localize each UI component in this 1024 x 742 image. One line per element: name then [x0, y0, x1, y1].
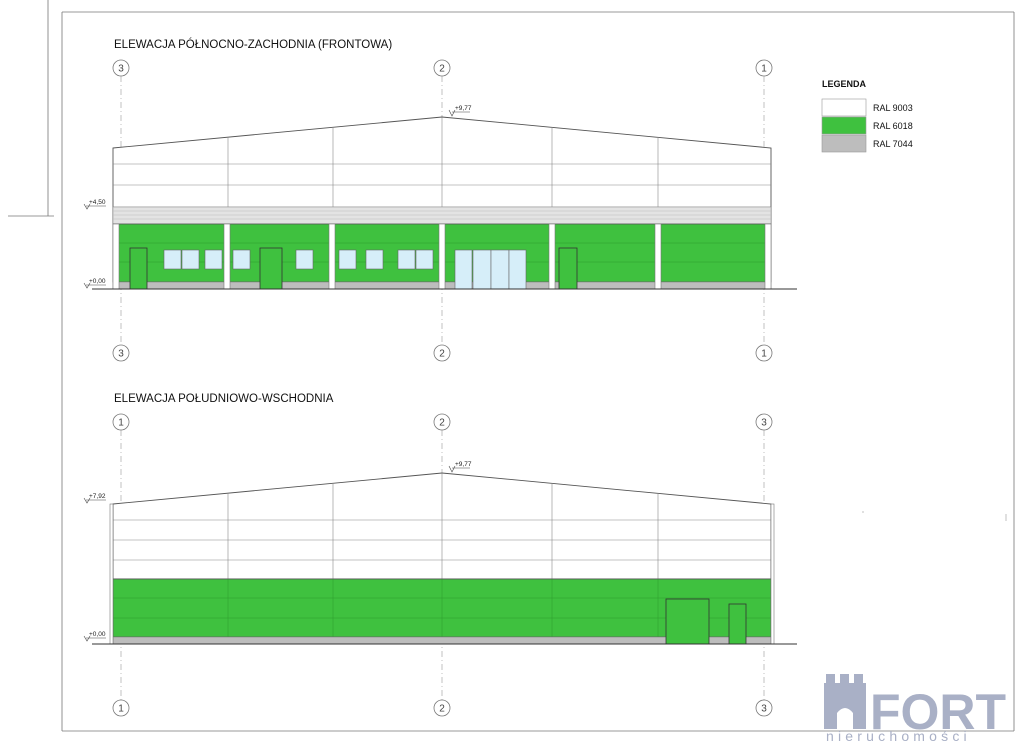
- svg-text:1: 1: [118, 418, 124, 429]
- svg-text:+0,00: +0,00: [89, 278, 106, 285]
- svg-text:2: 2: [439, 704, 445, 715]
- svg-text:RAL 6018: RAL 6018: [873, 121, 913, 131]
- se-level-ground: +0,00: [83, 631, 106, 642]
- se-axis-bubble-2-top: 2: [433, 413, 451, 431]
- se-axis-bubble-2-bottom: 2: [433, 699, 451, 717]
- legend-item-ral9003: RAL 9003: [821, 98, 913, 117]
- se-axis-bubble-3-top: 3: [755, 413, 773, 431]
- nw-level-ground: +0,00: [83, 278, 106, 289]
- sheet-frame: [8, 0, 1015, 732]
- se-axis-bubble-1-bottom: 1: [112, 699, 130, 717]
- svg-text:3: 3: [761, 704, 767, 715]
- nw-axis-bubble-1-top: 1: [755, 59, 773, 77]
- svg-text:3: 3: [118, 349, 124, 360]
- fort-brand: FORT: [870, 684, 1006, 740]
- svg-text:2: 2: [439, 349, 445, 360]
- elevation-nw-title: ELEWACJA PÓŁNOCNO-ZACHODNIA (FRONTOWA): [114, 38, 392, 51]
- nw-grey-band: [112, 206, 772, 225]
- se-level-ridge: +9,77: [448, 461, 472, 473]
- nw-level-ridge: +9,77: [448, 105, 472, 117]
- elevation-se-title: ELEWACJA POŁUDNIOWO-WSCHODNIA: [114, 393, 334, 405]
- legend-item-ral7044: RAL 7044: [821, 134, 913, 153]
- nw-level-eave: +4,50: [83, 199, 106, 210]
- nw-axis-bubble-3-top: 3: [112, 59, 130, 77]
- se-green-wall: [112, 578, 772, 638]
- castle-tower-icon: [824, 674, 866, 729]
- nw-glazed-entrance: [454, 249, 527, 290]
- se-axis-bubble-1-top: 1: [112, 413, 130, 431]
- svg-text:+7,92: +7,92: [89, 493, 106, 500]
- nw-axis-bubble-1-bottom: 1: [755, 344, 773, 362]
- nw-axis-bubble-3-bottom: 3: [112, 344, 130, 362]
- nw-axis-bubble-2-bottom: 2: [433, 344, 451, 362]
- svg-text:+9,77: +9,77: [455, 461, 472, 468]
- svg-text:1: 1: [118, 704, 124, 715]
- se-upper-cladding: [112, 472, 772, 580]
- nw-doors: [129, 247, 578, 290]
- fort-watermark: FORT nieruchomości: [824, 674, 1006, 742]
- svg-text:RAL 7044: RAL 7044: [873, 139, 913, 149]
- legend: LEGENDA RAL 9003 RAL 6018 RAL 7044: [821, 79, 913, 153]
- se-axis-bubble-3-bottom: 3: [755, 699, 773, 717]
- svg-text:+9,77: +9,77: [455, 105, 472, 112]
- svg-text:RAL 9003: RAL 9003: [873, 103, 913, 113]
- legend-title: LEGENDA: [822, 79, 867, 89]
- nw-windows: [163, 249, 434, 270]
- nw-axis-bubble-2-top: 2: [433, 59, 451, 77]
- svg-text:1: 1: [761, 64, 767, 75]
- fort-tagline: nieruchomości: [826, 728, 971, 742]
- svg-text:+4,50: +4,50: [89, 199, 106, 206]
- legend-item-ral6018: RAL 6018: [821, 116, 913, 135]
- svg-text:1: 1: [761, 349, 767, 360]
- se-doors: [665, 598, 747, 645]
- svg-text:3: 3: [761, 418, 767, 429]
- svg-text:+0,00: +0,00: [89, 631, 106, 638]
- se-level-eave: +7,92: [83, 493, 106, 504]
- stray-marks: [862, 511, 1007, 521]
- svg-text:2: 2: [439, 64, 445, 75]
- svg-text:3: 3: [118, 64, 124, 75]
- svg-text:2: 2: [439, 418, 445, 429]
